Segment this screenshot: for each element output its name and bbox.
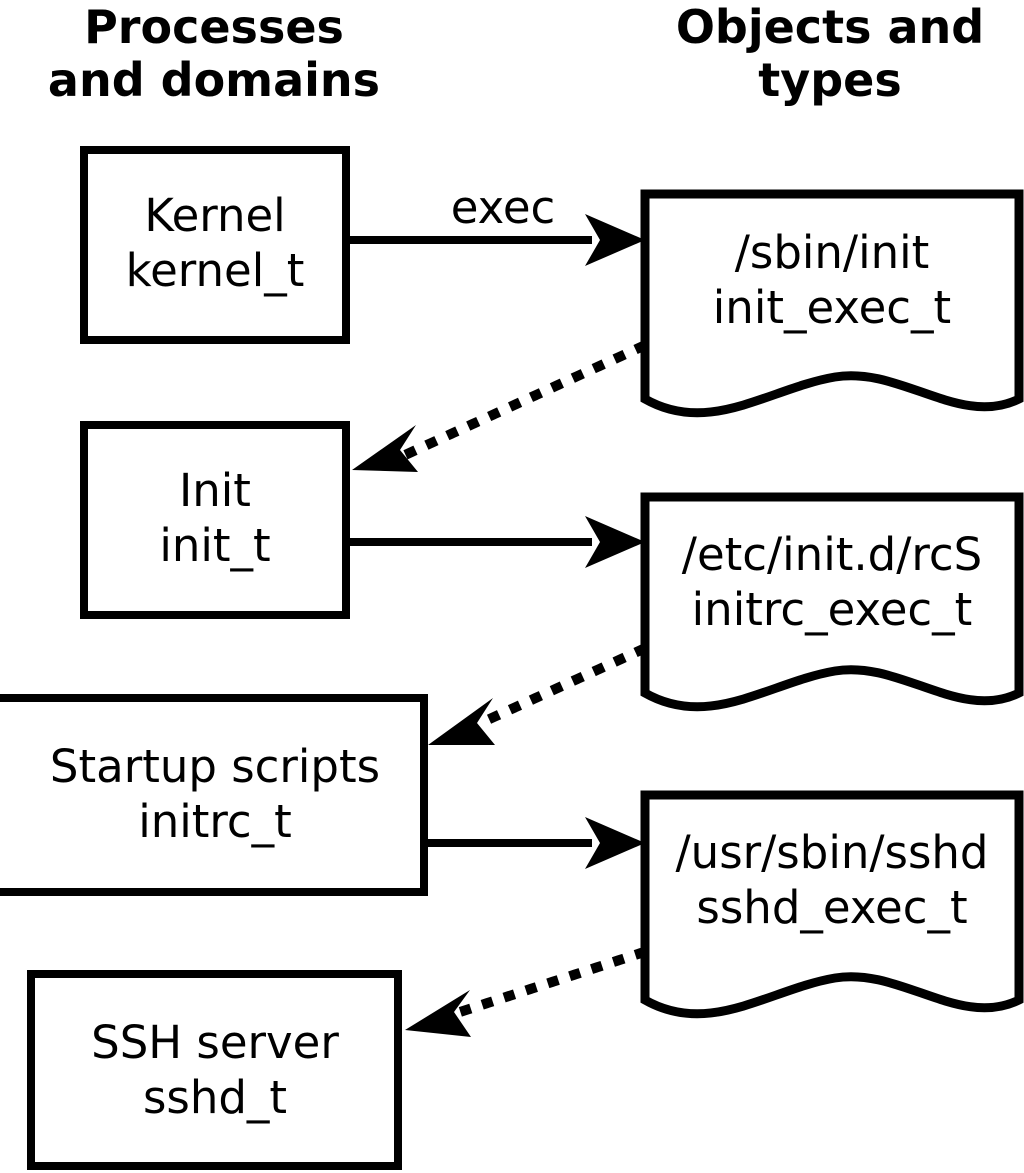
edge-init-exec-initrc-exec — [350, 516, 645, 568]
edge-label-exec: exec — [451, 181, 556, 234]
process-node-kernel-box — [80, 146, 350, 344]
process-node-init-line2: init_t — [159, 519, 270, 572]
column-header-processes: Processes and domains — [48, 0, 380, 107]
process-node-ssh-server[interactable]: SSH server sshd_t — [27, 970, 402, 1170]
edge-sshd-exec-transition-sshd — [405, 946, 648, 1037]
column-header-processes-line1: Processes — [84, 0, 344, 54]
column-header-objects-line2: types — [758, 53, 901, 107]
process-node-ssh-server-box — [27, 970, 402, 1170]
process-node-init[interactable]: Init init_t — [80, 421, 350, 619]
arrow-head-init-exec-transition — [352, 425, 418, 472]
arrow-head-initrc-exec — [585, 817, 645, 869]
arrow-head-init-exec — [585, 516, 645, 568]
process-node-startup-scripts-line2: initrc_t — [138, 795, 292, 848]
arrow-head-sshd-exec-transition — [405, 990, 471, 1037]
edge-initrc-exec-sshd-exec — [428, 817, 645, 869]
object-node-initrc-exec[interactable]: /etc/init.d/rcS initrc_exec_t — [640, 492, 1024, 712]
process-node-startup-scripts-box — [0, 694, 428, 896]
process-node-init-box — [80, 421, 350, 619]
edge-line-initrc-exec-transition — [476, 643, 648, 729]
process-node-kernel-line2: kernel_t — [126, 244, 305, 297]
process-node-init-line1: Init — [179, 464, 251, 517]
object-node-sshd-exec-line1: /usr/sbin/sshd — [676, 826, 989, 879]
object-node-init-exec-line2: init_exec_t — [713, 281, 951, 334]
edge-line-sshd-exec-transition — [456, 946, 648, 1018]
object-node-sshd-exec-line2: sshd_exec_t — [696, 881, 967, 934]
process-node-kernel-line1: Kernel — [144, 189, 285, 242]
column-header-objects-line1: Objects and — [676, 0, 984, 54]
process-node-startup-scripts-line1: Startup scripts — [50, 740, 380, 793]
edge-line-init-exec-transition — [398, 340, 648, 462]
object-node-init-exec[interactable]: /sbin/init init_exec_t — [640, 189, 1024, 418]
process-node-kernel[interactable]: Kernel kernel_t — [80, 146, 350, 344]
column-header-objects: Objects and types — [676, 0, 984, 107]
edge-initrc-exec-transition-initrc — [428, 643, 648, 745]
arrow-head-initrc-exec-transition — [428, 698, 495, 745]
object-node-initrc-exec-line2: initrc_exec_t — [692, 583, 973, 636]
arrow-head-kernel-exec — [585, 214, 645, 266]
object-node-init-exec-line1: /sbin/init — [735, 226, 930, 279]
object-node-initrc-exec-shape — [640, 492, 1024, 712]
edge-kernel-exec-init-exec: exec — [350, 181, 645, 266]
column-header-processes-line2: and domains — [48, 53, 380, 107]
object-node-sshd-exec-shape — [640, 790, 1024, 1019]
edge-init-exec-transition-init — [352, 340, 648, 472]
process-node-startup-scripts[interactable]: Startup scripts initrc_t — [0, 694, 428, 896]
object-node-sshd-exec[interactable]: /usr/sbin/sshd sshd_exec_t — [640, 790, 1024, 1019]
object-node-init-exec-shape — [640, 189, 1024, 418]
process-node-ssh-server-line2: sshd_t — [143, 1071, 287, 1124]
process-node-ssh-server-line1: SSH server — [91, 1016, 339, 1069]
object-node-initrc-exec-line1: /etc/init.d/rcS — [682, 528, 982, 581]
